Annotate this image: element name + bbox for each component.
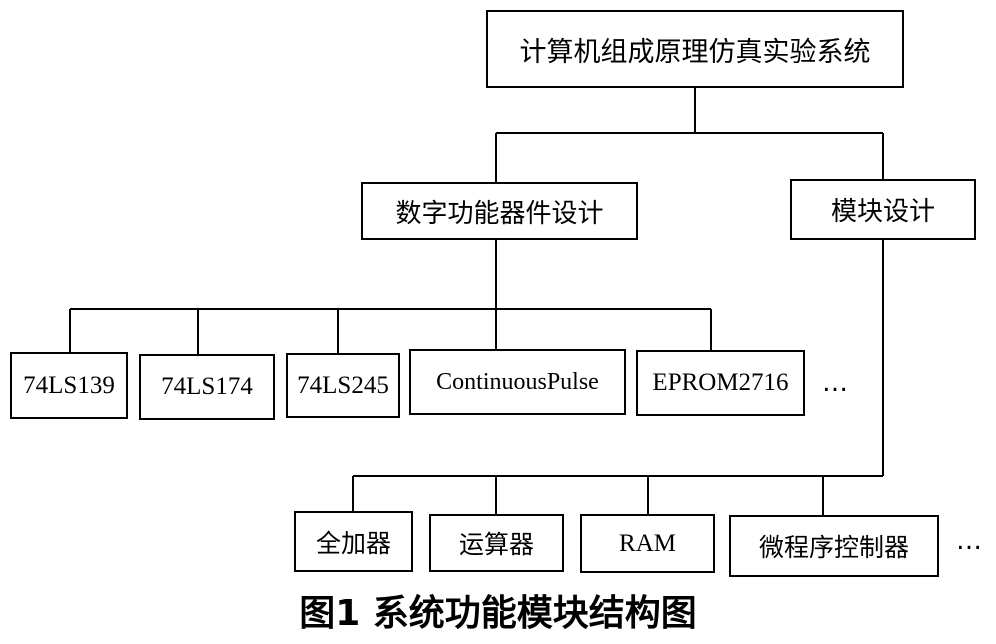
leaf-node-alu: 运算器	[429, 514, 564, 572]
more-devices-ellipsis: …	[822, 368, 848, 398]
connector-group	[69, 88, 884, 515]
branch-node-digital-devices: 数字功能器件设计	[361, 182, 638, 240]
figure-caption: 图1 系统功能模块结构图	[299, 593, 697, 634]
leaf-node-74ls139: 74LS139	[10, 352, 128, 419]
root-node: 计算机组成原理仿真实验系统	[486, 10, 904, 88]
leaf-node-microprogram-controller: 微程序控制器	[729, 515, 939, 577]
leaf-node-ram: RAM	[580, 514, 715, 573]
leaf-node-continuouspulse: ContinuousPulse	[409, 349, 626, 415]
leaf-node-74ls174: 74LS174	[139, 354, 275, 420]
leaf-node-full-adder: 全加器	[294, 511, 413, 572]
branch-node-module-design: 模块设计	[790, 179, 976, 240]
more-modules-ellipsis: …	[956, 526, 982, 556]
leaf-node-eprom2716: EPROM2716	[636, 350, 805, 416]
leaf-node-74ls245: 74LS245	[286, 353, 400, 418]
